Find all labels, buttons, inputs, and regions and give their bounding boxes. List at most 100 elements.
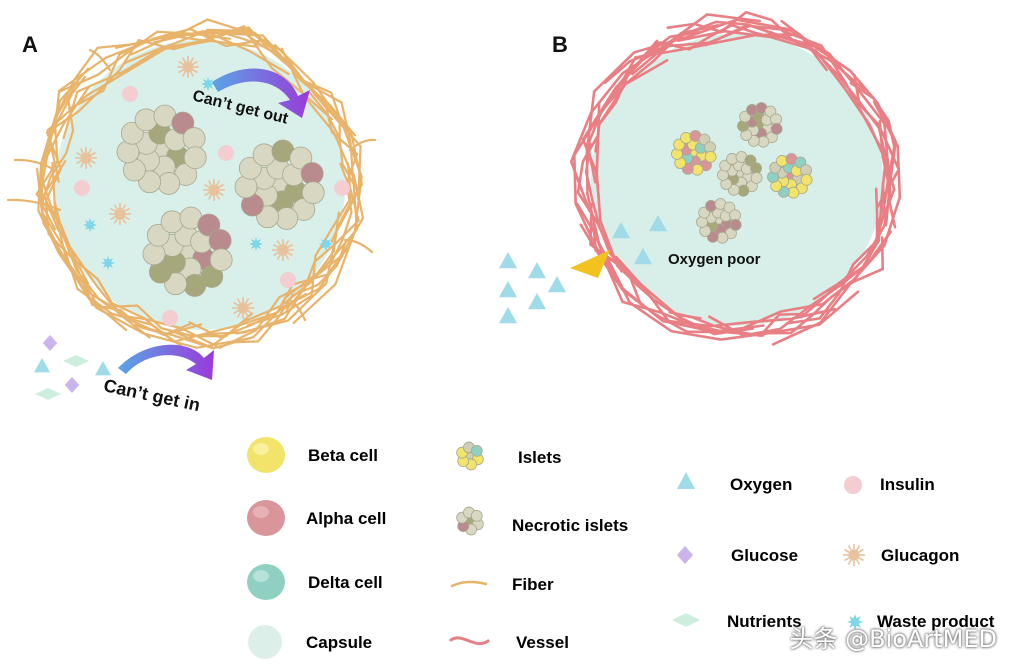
vessel-strand bbox=[771, 100, 902, 346]
waste-product-swatch bbox=[847, 614, 863, 630]
fiber-strand bbox=[246, 162, 352, 327]
waste-molecule bbox=[249, 237, 263, 251]
oxygen-label: Oxygen bbox=[730, 475, 792, 494]
fiber-strand bbox=[114, 18, 293, 64]
vessel-label: Vessel bbox=[516, 633, 569, 652]
necrotic-islet bbox=[717, 151, 763, 197]
glucose-molecule bbox=[64, 377, 80, 393]
glucagon-molecule bbox=[177, 56, 199, 78]
molecules-outside-a bbox=[34, 335, 111, 400]
glucagon-core bbox=[208, 184, 220, 196]
fiber-strand bbox=[88, 48, 112, 72]
glucagon-molecule bbox=[109, 203, 131, 225]
islets-label: Islets bbox=[518, 448, 561, 467]
vessel-strand bbox=[666, 10, 818, 48]
islet-cell bbox=[750, 171, 763, 184]
glucagon-core bbox=[182, 61, 194, 73]
glucagon-label: Glucagon bbox=[881, 546, 959, 565]
cant-get-out-arrow bbox=[212, 68, 310, 118]
legend-delta-cell: Delta cell bbox=[247, 564, 383, 600]
islet-cell bbox=[160, 210, 184, 234]
islet-cell bbox=[171, 111, 195, 135]
islet-cell bbox=[138, 170, 162, 194]
islet-cell bbox=[300, 162, 324, 185]
legend-necrotic-islets: Necrotic islets bbox=[456, 506, 628, 536]
islet bbox=[456, 441, 484, 471]
waste-molecule bbox=[83, 218, 97, 232]
nutrients-label: Nutrients bbox=[727, 612, 802, 631]
oxygen-molecules-b bbox=[499, 215, 667, 324]
islets-b bbox=[671, 102, 813, 244]
glucagon-molecule bbox=[843, 544, 865, 566]
watermark: 头条 @BioArtMED bbox=[789, 625, 998, 653]
islet-cluster bbox=[116, 104, 207, 195]
vessel-strand bbox=[761, 236, 885, 335]
islet-cell bbox=[256, 205, 280, 229]
fiber-label: Fiber bbox=[512, 575, 554, 594]
oxygen-molecule bbox=[634, 248, 652, 265]
islet-cell bbox=[142, 242, 166, 266]
oxygen-molecule bbox=[612, 222, 630, 239]
vessel-strand bbox=[849, 81, 897, 229]
islet-cell bbox=[183, 146, 207, 170]
oxygen-molecule bbox=[95, 361, 111, 376]
panel-a: Can’t get out Can’t get in bbox=[6, 18, 377, 415]
oxygen-molecule bbox=[528, 293, 546, 310]
islet bbox=[767, 153, 813, 199]
oxygen-molecule bbox=[34, 358, 50, 373]
necrotic-islets-swatch bbox=[456, 506, 484, 536]
waste-molecule bbox=[319, 237, 333, 251]
islet-cell bbox=[234, 175, 258, 199]
islet-cluster bbox=[142, 206, 233, 297]
nutrients-swatch bbox=[672, 613, 700, 627]
glucagon-core bbox=[848, 549, 860, 561]
islet-cell bbox=[209, 248, 233, 272]
legend: Beta cell Alpha cell Delta cell Capsule … bbox=[247, 437, 995, 659]
legend-nutrients: Nutrients bbox=[672, 612, 802, 631]
islet-cell bbox=[134, 108, 158, 132]
vessel-strand bbox=[639, 23, 780, 60]
islet-cell bbox=[470, 509, 483, 522]
glucagon-core bbox=[277, 244, 289, 256]
islet-cell bbox=[252, 143, 276, 167]
oxygen-poor-label: Oxygen poor bbox=[668, 251, 761, 268]
islet-cell bbox=[289, 146, 313, 170]
delta-cell-swatch bbox=[247, 564, 285, 600]
insulin-molecule bbox=[74, 180, 90, 196]
insulin-molecule bbox=[280, 272, 296, 288]
vessel-strand bbox=[575, 202, 726, 334]
vessel-swatch bbox=[449, 636, 490, 646]
capsule-a bbox=[55, 40, 345, 330]
vessel-strand bbox=[780, 29, 896, 230]
legend-beta-cell: Beta cell bbox=[247, 437, 378, 473]
vessel-strand bbox=[603, 20, 779, 85]
islet-cell bbox=[120, 121, 144, 145]
fiber-strand bbox=[343, 238, 374, 254]
islet-cell bbox=[116, 140, 140, 164]
fiber-strand bbox=[41, 42, 139, 217]
waste-molecule bbox=[847, 614, 863, 630]
insulin-molecule bbox=[162, 310, 178, 326]
oxygen-molecule bbox=[528, 262, 546, 279]
vessel-strand bbox=[589, 202, 754, 336]
islet-cell bbox=[197, 213, 221, 237]
fiber-strand bbox=[51, 161, 252, 349]
islet-cell bbox=[729, 218, 742, 231]
legend-glucose: Glucose bbox=[677, 546, 798, 565]
oxygen-molecule bbox=[649, 215, 667, 232]
oxygen-molecule bbox=[499, 307, 517, 324]
beta-cell-label: Beta cell bbox=[308, 446, 378, 465]
legend-glucagon: Glucagon bbox=[843, 544, 959, 566]
islet bbox=[671, 130, 717, 176]
nutrient-molecule bbox=[35, 388, 61, 400]
insulin-label: Insulin bbox=[880, 475, 935, 494]
legend-fiber: Fiber bbox=[450, 575, 554, 594]
islet-cluster bbox=[234, 139, 325, 230]
necrotic-islets-label: Necrotic islets bbox=[512, 516, 628, 535]
oxygen-molecule bbox=[499, 252, 517, 269]
fiber-strand bbox=[38, 67, 91, 293]
islet-cell bbox=[238, 156, 262, 180]
legend-insulin: Insulin bbox=[844, 475, 935, 494]
islet-clusters-a bbox=[116, 104, 325, 297]
